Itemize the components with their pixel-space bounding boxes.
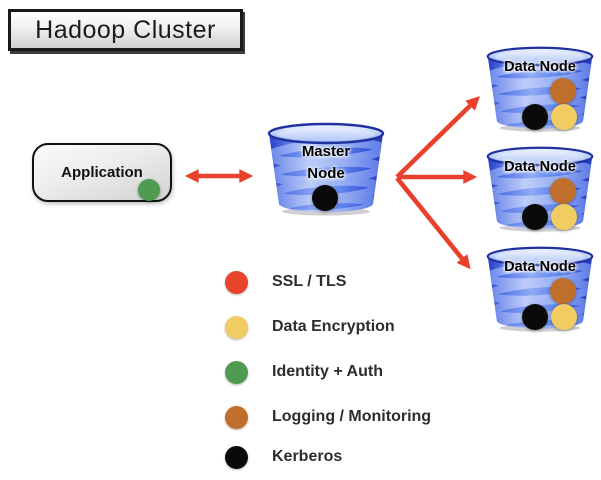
legend-label: Logging / Monitoring [272, 408, 432, 425]
data-node-2: Data Node [485, 145, 595, 233]
arrow-master-datanode-1 [395, 96, 480, 179]
logging-monitoring-dot [550, 78, 576, 104]
kerberos-dot [522, 204, 548, 230]
page-title: Hadoop Cluster [35, 15, 216, 44]
data-node-label: Data Node [504, 259, 576, 275]
legend-label: Kerberos [272, 448, 343, 465]
master-node: Master Node [266, 121, 386, 217]
data-node-3: Data Node [485, 245, 595, 333]
legend-label: Identity + Auth [272, 363, 383, 380]
application-label: Application [61, 164, 143, 181]
legend-item-kerberos: Kerberos [225, 441, 342, 473]
title-box: Hadoop Cluster [8, 9, 243, 51]
data-node-1: Data Node [485, 45, 595, 133]
data-encryption-dot [551, 204, 577, 230]
master-label-line1: Master [301, 143, 351, 160]
identity-auth-dot [225, 360, 248, 384]
data-node-label: Data Node [504, 159, 576, 175]
data-node-label: Data Node [504, 59, 576, 75]
logging-monitoring-dot [550, 178, 576, 204]
master-label-line2: Node [307, 165, 345, 182]
legend-item-ssl-tls: SSL / TLS [225, 266, 346, 298]
master-node-label: Master Node [266, 141, 386, 185]
data-encryption-dot [551, 104, 577, 130]
legend-label: SSL / TLS [272, 273, 347, 290]
application-node: Application [32, 143, 172, 202]
identity-auth-dot [138, 179, 160, 201]
data-encryption-dot [551, 304, 577, 330]
kerberos-dot [312, 185, 338, 211]
ssl-tls-dot [225, 270, 248, 294]
legend-label: Data Encryption [272, 318, 395, 335]
logging-monitoring-dot [225, 405, 248, 429]
logging-monitoring-dot [550, 278, 576, 304]
legend-item-logging-monitoring: Logging / Monitoring [225, 401, 431, 433]
kerberos-dot [522, 304, 548, 330]
arrow-master-datanode-3 [395, 176, 471, 270]
legend-item-data-encryption: Data Encryption [225, 311, 395, 343]
data-encryption-dot [225, 315, 248, 339]
kerberos-dot [225, 445, 248, 469]
legend-item-identity-auth: Identity + Auth [225, 356, 383, 388]
kerberos-dot [522, 104, 548, 130]
